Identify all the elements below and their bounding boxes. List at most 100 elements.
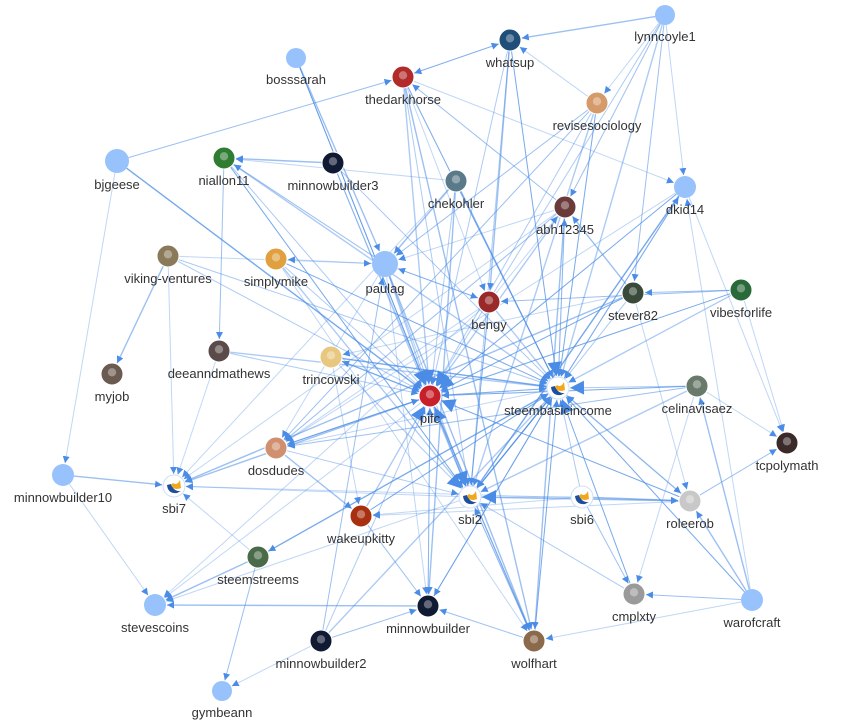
- edge-steemstreems-to-stevescoins: [165, 561, 249, 601]
- node-label: roleerob: [666, 516, 714, 531]
- node-steemstreems[interactable]: steemstreems: [217, 545, 299, 587]
- node-warofcraft[interactable]: warofcraft: [722, 589, 781, 630]
- node-revisesociology[interactable]: revisesociology: [553, 91, 642, 133]
- node-niallon11[interactable]: niallon11: [198, 146, 250, 188]
- node-dosdudes[interactable]: dosdudes: [248, 436, 305, 478]
- node-steembasicincome[interactable]: steembasicincome: [504, 376, 612, 418]
- edge-bjgeese-to-thedarkhorse: [128, 78, 392, 159]
- edge-revisesociology-to-paulag: [395, 109, 589, 256]
- node-dkid14[interactable]: dkid14: [666, 176, 704, 217]
- edge-paulag-to-wolfhart: [389, 275, 531, 631]
- edge-warofcraft-to-celinavisaez: [698, 397, 750, 590]
- avatar-face-icon: [356, 510, 366, 519]
- avatar-icon: [391, 65, 415, 89]
- node-label: abh12345: [536, 222, 594, 237]
- node-sbi7[interactable]: sbi7: [162, 474, 186, 516]
- edges-layer: [62, 15, 785, 687]
- node-trincowski[interactable]: trincowski: [302, 345, 360, 387]
- avatar-icon: [585, 91, 609, 115]
- edge-chekohler-to-pifc: [428, 191, 456, 385]
- node-minnowbuilder3[interactable]: minnowbuilder3: [287, 151, 379, 193]
- node-thedarkhorse[interactable]: thedarkhorse: [365, 65, 441, 107]
- node-stevescoins[interactable]: stevescoins: [121, 594, 189, 635]
- node-lynncoyle1[interactable]: lynncoyle1: [634, 5, 696, 44]
- edge-vibesforlife-to-tcpolymath: [743, 300, 785, 432]
- sbi-logo-icon: [551, 386, 565, 396]
- edge-pifc-to-minnowbuilder: [424, 406, 432, 595]
- avatar-icon: [678, 489, 702, 513]
- edge-roleerob-to-steembasicincome: [566, 395, 683, 495]
- edge-revisesociology-to-pifc: [435, 112, 592, 386]
- avatar-face-icon: [316, 635, 326, 644]
- edge-paulag-to-simplymike: [287, 256, 373, 264]
- node-sbi6[interactable]: sbi6: [570, 485, 594, 527]
- edge-lynncoyle1-to-abh12345: [570, 23, 661, 197]
- node-bjgeese[interactable]: bjgeese: [94, 149, 140, 192]
- node-roleerob[interactable]: roleerob: [666, 489, 714, 531]
- avatar-face-icon: [529, 635, 539, 644]
- node-viking-ventures[interactable]: viking-ventures: [124, 244, 212, 286]
- edge-dosdudes-to-wakeupkitty: [284, 454, 353, 510]
- edge-sbi6-to-roleerob: [592, 496, 679, 504]
- edge-bengy-to-stevescoins: [163, 309, 482, 598]
- edge-simplymike-to-wolfhart: [281, 267, 528, 632]
- edge-wolfhart-to-steembasicincome: [534, 399, 560, 631]
- node-minnowbuilder[interactable]: minnowbuilder: [386, 594, 471, 636]
- avatar-icon: [349, 504, 373, 528]
- node-celinavisaez[interactable]: celinavisaez: [662, 374, 733, 416]
- avatar-icon: [418, 384, 442, 408]
- node-label: vibesforlife: [710, 305, 772, 320]
- node-stever82[interactable]: stever82: [608, 281, 658, 323]
- node-cmplxty[interactable]: cmplxty: [612, 582, 657, 624]
- edge-revisesociology-to-whatsup: [519, 46, 589, 97]
- node-deeanndmathews[interactable]: deeanndmathews: [168, 339, 271, 381]
- node-tcpolymath[interactable]: tcpolymath: [756, 431, 819, 473]
- node-wolfhart[interactable]: wolfhart: [510, 629, 557, 671]
- avatar-face-icon: [451, 175, 461, 184]
- edge-sbi2-to-wolfhart: [474, 506, 530, 631]
- node-whatsup[interactable]: whatsup: [485, 28, 534, 70]
- avatar-icon: [264, 436, 288, 460]
- node-gymbeann[interactable]: gymbeann: [192, 681, 253, 720]
- edge-dkid14-to-sbi2: [476, 195, 680, 488]
- avatar-icon: [321, 151, 345, 175]
- edge-bengy-to-paulag: [397, 267, 479, 299]
- edge-warofcraft-to-cmplxty: [645, 591, 742, 600]
- avatar-icon: [444, 169, 468, 193]
- node-abh12345[interactable]: abh12345: [536, 195, 594, 237]
- node-vibesforlife[interactable]: vibesforlife: [710, 278, 772, 320]
- edge-bjgeese-to-minnowbuilder10: [62, 172, 116, 464]
- edge-abh12345-to-paulag: [398, 209, 555, 261]
- node-label: bjgeese: [94, 177, 140, 192]
- avatar-icon: [246, 545, 270, 569]
- node-pifc[interactable]: pifc: [418, 384, 442, 426]
- node-sbi2[interactable]: sbi2: [458, 485, 482, 527]
- node-bosssarah[interactable]: bosssarah: [266, 48, 326, 87]
- edge-deeanndmathews-to-pifc: [229, 352, 419, 396]
- edge-cmplxty-to-sbi2: [480, 502, 625, 589]
- edge-lynncoyle1-to-pifc: [435, 23, 661, 387]
- node-circle: [52, 464, 74, 486]
- edge-minnowbuilder10-to-stevescoins: [68, 483, 149, 596]
- edge-minnowbuilder2-to-pifc: [325, 406, 426, 632]
- node-minnowbuilder10[interactable]: minnowbuilder10: [14, 464, 112, 505]
- edge-minnowbuilder-to-steembasicincome: [433, 398, 553, 597]
- avatar-icon: [100, 362, 124, 386]
- node-simplymike[interactable]: simplymike: [244, 247, 308, 289]
- node-wakeupkitty[interactable]: wakeupkitty: [326, 504, 395, 546]
- node-minnowbuilder2[interactable]: minnowbuilder2: [275, 629, 367, 671]
- avatar-icon: [522, 629, 546, 653]
- node-myjob[interactable]: myjob: [95, 362, 130, 404]
- edge-cmplxty-to-steembasicincome: [560, 399, 631, 584]
- edge-viking-ventures-to-pifc: [177, 260, 420, 391]
- node-chekohler[interactable]: chekohler: [428, 169, 485, 211]
- avatar-face-icon: [271, 442, 281, 451]
- node-label: whatsup: [485, 55, 534, 70]
- node-bengy[interactable]: bengy: [471, 290, 507, 332]
- node-paulag[interactable]: paulag: [365, 251, 405, 296]
- edge-bengy-to-dosdudes: [285, 307, 481, 442]
- avatar-face-icon: [163, 250, 173, 259]
- edge-roleerob-to-pifc: [440, 399, 680, 498]
- edge-celinavisaez-to-tcpolymath: [706, 391, 778, 438]
